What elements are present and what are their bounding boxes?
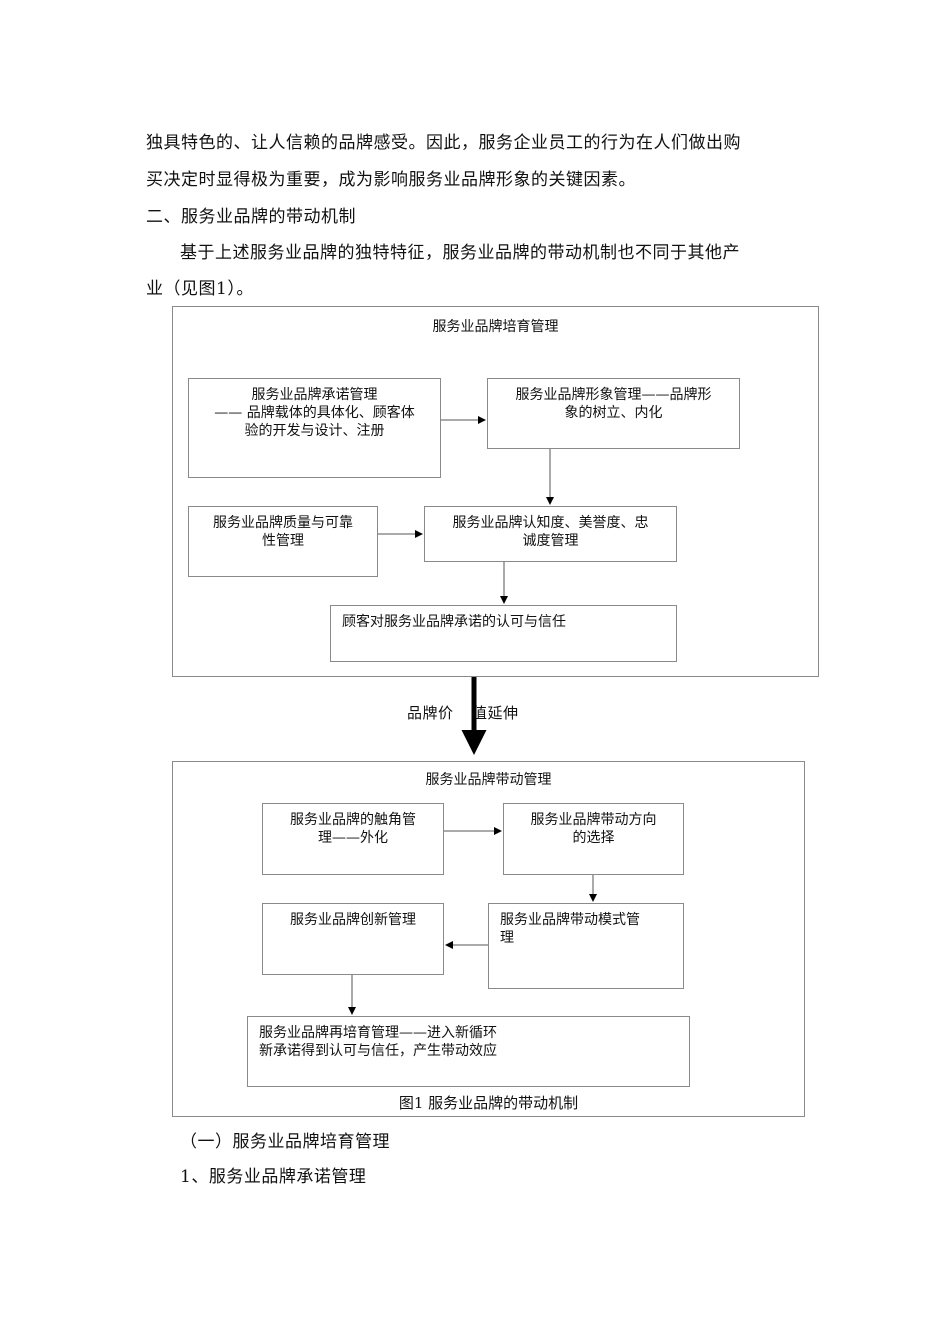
promise-box: [188, 378, 441, 478]
paragraph-line: 独具特色的、让人信赖的品牌感受。因此，服务企业员工的行为在人们做出购: [146, 133, 741, 153]
recultivate-box: [247, 1016, 690, 1087]
image-box-text: 服务业品牌形象管理——品牌形 象的树立、内化: [515, 387, 712, 421]
recultivate-box-text: 服务业品牌再培育管理——进入新循环 新承诺得到认可与信任，产生带动效应: [259, 1025, 497, 1059]
mode-box: [488, 903, 684, 989]
mode-box-text: 服务业品牌带动模式管 理: [500, 912, 640, 946]
figure-caption: 图1 服务业品牌的带动机制: [398, 1094, 579, 1112]
awareness-box-text: 服务业品牌认知度、美誉度、忠 诚度管理: [452, 515, 649, 549]
innovation-box-text: 服务业品牌创新管理: [290, 912, 416, 928]
trust-box: [330, 605, 677, 662]
paragraph-line: 买决定时显得极为重要，成为影响服务业品牌形象的关键因素。: [146, 170, 636, 190]
section-heading: 二、服务业品牌的带动机制: [146, 207, 356, 227]
paragraph-line: 基于上述服务业品牌的独特特征，服务业品牌的带动机制也不同于其他产: [180, 243, 740, 263]
trust-box-text: 顾客对服务业品牌承诺的认可与信任: [342, 614, 566, 630]
quality-box: [188, 506, 378, 577]
awareness-box: [424, 506, 677, 562]
cultivation-title: 服务业品牌培育管理: [432, 319, 559, 335]
touch-box: [262, 803, 444, 875]
value-extension-label-left: 品牌价: [407, 704, 454, 722]
direction-box: [503, 803, 684, 875]
innovation-box: [262, 903, 444, 975]
quality-box-text: 服务业品牌质量与可靠 性管理: [213, 515, 353, 549]
subsection-heading: （一）服务业品牌培育管理: [180, 1132, 390, 1152]
promise-box-text: 服务业品牌承诺管理 —— 品牌载体的具体化、顾客体 验的开发与设计、注册: [214, 387, 415, 439]
value-extension-label-right: 值延伸: [472, 704, 519, 722]
direction-box-text: 服务业品牌带动方向 的选择: [530, 812, 657, 846]
subsection-heading: 1、服务业品牌承诺管理: [180, 1167, 367, 1187]
image-box: [487, 378, 740, 449]
paragraph-line: 业（见图1）。: [146, 279, 254, 299]
touch-box-text: 服务业品牌的触角管 理——外化: [290, 812, 416, 846]
driving-title: 服务业品牌带动管理: [425, 772, 552, 788]
